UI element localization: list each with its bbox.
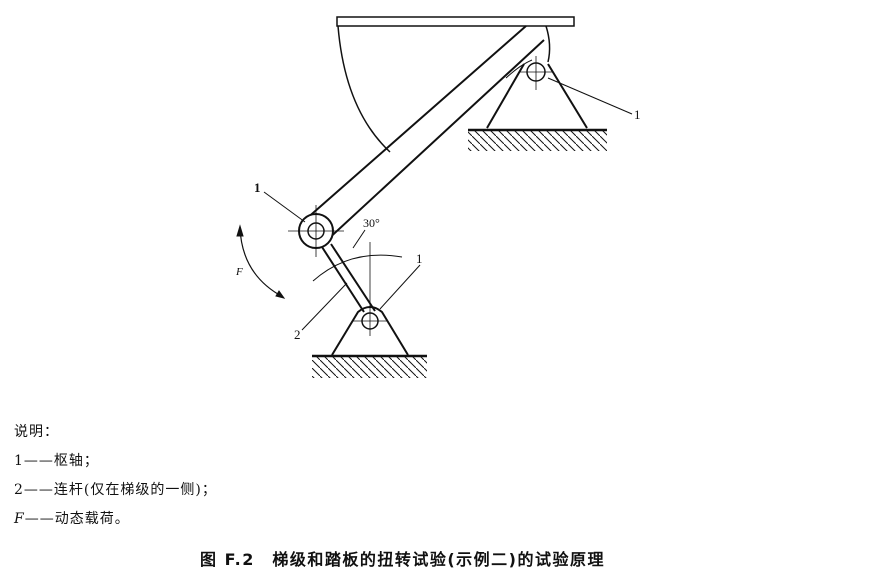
legend-title: 说明： bbox=[14, 424, 59, 440]
left-pivot bbox=[263, 191, 344, 257]
label-pivot-1-right: 1 bbox=[634, 107, 641, 122]
label-link-2: 2 bbox=[294, 327, 301, 342]
legend-item: F——动态载荷。 bbox=[14, 508, 130, 528]
legend-sep: —— bbox=[23, 482, 54, 498]
legend-text: 连杆(仅在梯级的一侧)； bbox=[53, 482, 217, 498]
legend-item: 1——枢轴； bbox=[14, 450, 99, 470]
bottom-pivot-support bbox=[301, 229, 427, 378]
step-right-curve bbox=[545, 25, 551, 63]
top-right-pivot-support bbox=[468, 56, 633, 151]
label-pivot-1-bottom: 1 bbox=[416, 251, 423, 266]
legend-sep: —— bbox=[23, 453, 54, 469]
legend-key: 2 bbox=[14, 482, 24, 498]
figure-caption: 图 F.2 梯级和踏板的扭转试验(示例二)的试验原理 bbox=[200, 550, 605, 569]
label-force: F bbox=[236, 266, 243, 278]
legend-sep: —— bbox=[24, 511, 55, 527]
legend-text: 枢轴； bbox=[53, 453, 99, 469]
step-body-curve bbox=[337, 25, 391, 153]
step-plate bbox=[336, 16, 575, 27]
label-angle: 30° bbox=[363, 216, 380, 230]
legend-text: 动态载荷。 bbox=[54, 511, 130, 527]
legend-key: F bbox=[14, 511, 25, 527]
link-rod bbox=[321, 243, 376, 313]
label-pivot-1: 1 bbox=[254, 180, 261, 195]
force-arrow bbox=[239, 227, 284, 298]
legend-item: 2——连杆(仅在梯级的一侧)； bbox=[14, 479, 217, 499]
main-bar bbox=[304, 25, 545, 243]
legend-key: 1 bbox=[14, 453, 24, 469]
